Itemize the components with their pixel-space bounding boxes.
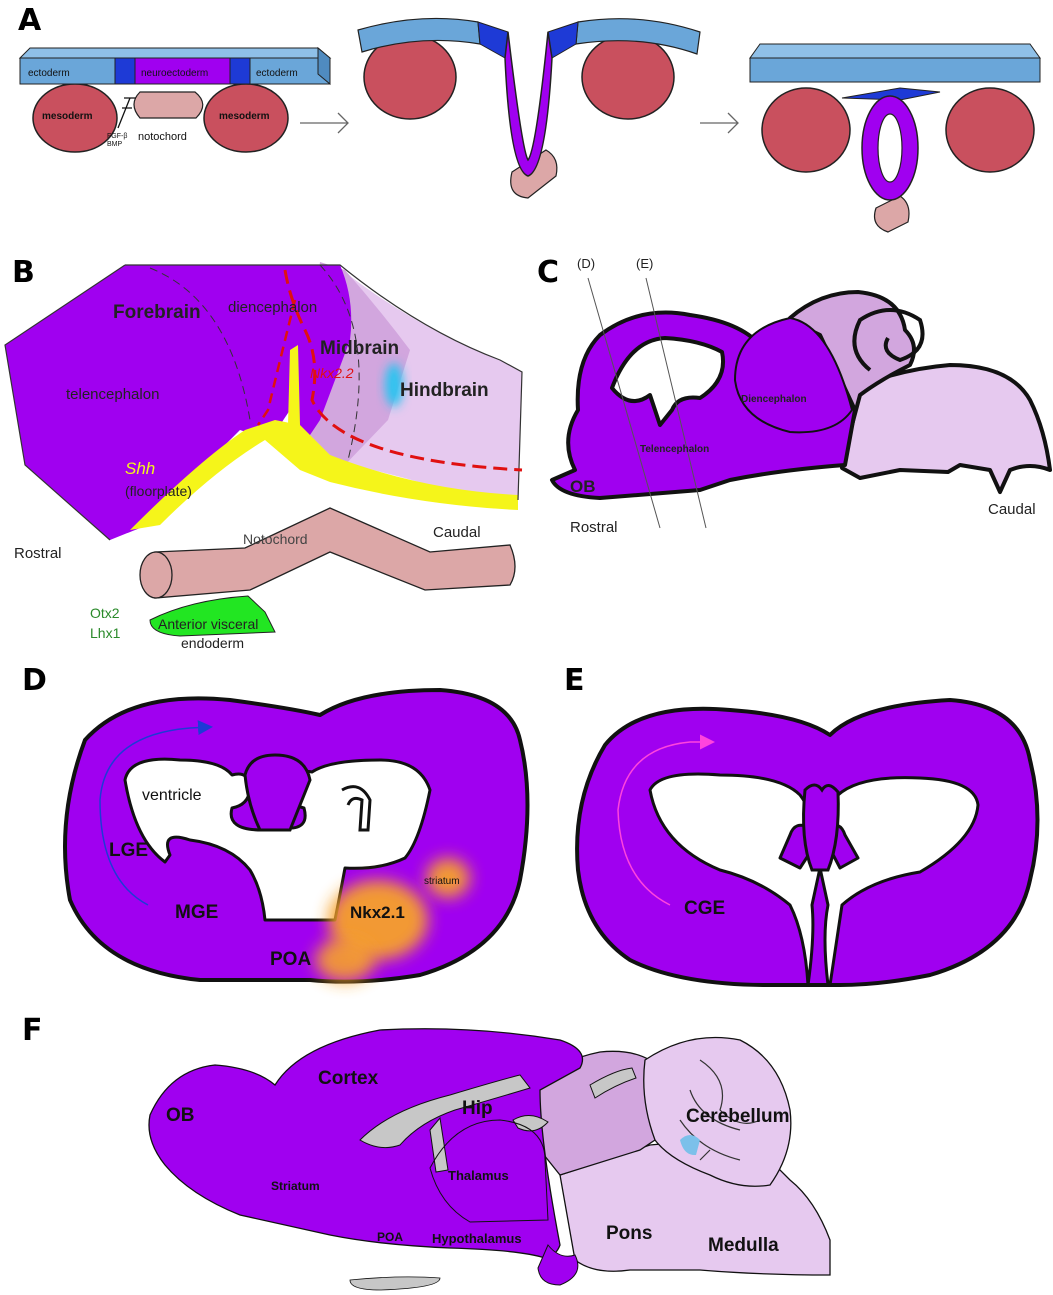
pons-label: Pons xyxy=(606,1223,652,1244)
ob-label-f: OB xyxy=(166,1105,195,1126)
notochord-rod xyxy=(155,508,515,598)
notochord-end xyxy=(140,552,172,598)
notochord-label: notochord xyxy=(138,131,187,143)
rostral-label-c: Rostral xyxy=(570,519,618,536)
dark-blue-right-2 xyxy=(548,22,578,58)
thalamus-label: Thalamus xyxy=(448,1168,509,1183)
panel-d: D ventricle LGE MGE Nkx2.1 striatum POA xyxy=(22,663,528,982)
ventricle-label: ventricle xyxy=(142,787,202,804)
striatum-label-f: Striatum xyxy=(271,1179,320,1193)
stage-2-neural-groove xyxy=(358,18,700,198)
striatum-label-d: striatum xyxy=(424,876,460,887)
mge-label: MGE xyxy=(175,902,218,923)
signal-fgf-label: FGF-β xyxy=(107,133,127,140)
panel-a: A ectoderm neuroectoderm ectoderm mesode… xyxy=(18,3,1040,232)
lhx1-label: Lhx1 xyxy=(90,625,121,641)
panel-f: F OB Cortex Hip Cerebellum Striatum Thal… xyxy=(22,1013,830,1290)
poa-label-d: POA xyxy=(270,949,311,970)
poa-label-f: POA xyxy=(377,1230,403,1244)
nkx21-label: Nkx2.1 xyxy=(350,903,405,922)
endoderm-label-2: endoderm xyxy=(181,635,244,651)
ectoderm-front-3 xyxy=(750,58,1040,82)
ectoderm-right-label: ectoderm xyxy=(256,68,298,79)
stage-arrow-1 xyxy=(300,113,348,133)
mesoderm-right-3 xyxy=(946,88,1034,172)
cge-label: CGE xyxy=(684,898,725,919)
forebrain-label: Forebrain xyxy=(113,302,201,323)
dark-blue-right-band xyxy=(230,58,250,84)
signal-arrow xyxy=(118,98,136,128)
telencephalon-label-c: Telencephalon xyxy=(640,444,709,455)
optic-gray xyxy=(350,1277,440,1290)
diencephalon-label: diencephalon xyxy=(228,299,317,316)
nkx22-label: Nkx2.2 xyxy=(310,365,354,381)
caudal-label-b: Caudal xyxy=(433,524,481,541)
cut-e-label: (E) xyxy=(636,256,653,271)
mesoderm-right-label: mesoderm xyxy=(219,111,270,122)
mesoderm-left-label: mesoderm xyxy=(42,111,93,122)
notochord-label-b: Notochord xyxy=(243,531,308,547)
hypothalamus-label: Hypothalamus xyxy=(432,1231,522,1246)
dark-blue-left-2 xyxy=(478,22,508,58)
neuroectoderm-label: neuroectoderm xyxy=(141,68,208,79)
rostral-label-b: Rostral xyxy=(14,545,62,562)
stage-1-neural-plate: ectoderm neuroectoderm ectoderm mesoderm… xyxy=(20,48,330,152)
panel-f-letter: F xyxy=(22,1013,43,1048)
telencephalon-label: telencephalon xyxy=(66,386,159,403)
panel-e: E CGE xyxy=(564,663,1038,985)
stage-arrow-2 xyxy=(700,113,738,133)
mesoderm-left-3 xyxy=(762,88,850,172)
dark-blue-left-band xyxy=(115,58,135,84)
medulla-label: Medulla xyxy=(708,1235,779,1256)
panel-b-letter: B xyxy=(12,255,35,290)
hip-label: Hip xyxy=(462,1098,493,1119)
panel-e-letter: E xyxy=(564,663,585,698)
notochord-3 xyxy=(875,196,910,232)
diencephalon-label-c: Diencephalon xyxy=(741,394,807,405)
otx2-label: Otx2 xyxy=(90,605,120,621)
poa-glow xyxy=(315,938,375,982)
panel-d-letter: D xyxy=(22,663,47,698)
cut-d-label: (D) xyxy=(577,256,595,271)
caudal-label-c: Caudal xyxy=(988,501,1036,518)
panel-b: B Forebrain diencephalon Midbrain Nkx2.2… xyxy=(5,255,522,651)
shh-label: Shh xyxy=(125,459,155,478)
septum-e xyxy=(804,785,839,870)
signal-bmp-label: BMP xyxy=(107,141,123,148)
floorplate-label: (floorplate) xyxy=(125,483,192,499)
hindbrain-label: Hindbrain xyxy=(400,380,489,401)
ob-label-c: OB xyxy=(570,477,596,496)
midbrain-label: Midbrain xyxy=(320,338,399,359)
cortex-label: Cortex xyxy=(318,1068,379,1089)
endoderm-label-1: Anterior visceral xyxy=(158,616,258,632)
ectoderm-left-label: ectoderm xyxy=(28,68,70,79)
cerebellum-label: Cerebellum xyxy=(686,1106,789,1127)
notochord-shape xyxy=(134,92,203,118)
panel-c: C (D) (E) Diencephalon Telencephalon OB … xyxy=(537,255,1050,536)
lge-label: LGE xyxy=(109,840,148,861)
neural-tube-lumen xyxy=(878,114,902,182)
mesoderm-right-2 xyxy=(582,35,674,119)
panel-a-letter: A xyxy=(18,3,42,38)
ectoderm-slab-3 xyxy=(750,44,1040,58)
stage-3-neural-tube xyxy=(750,44,1040,232)
panel-c-letter: C xyxy=(537,255,559,290)
slab-top xyxy=(20,48,330,58)
